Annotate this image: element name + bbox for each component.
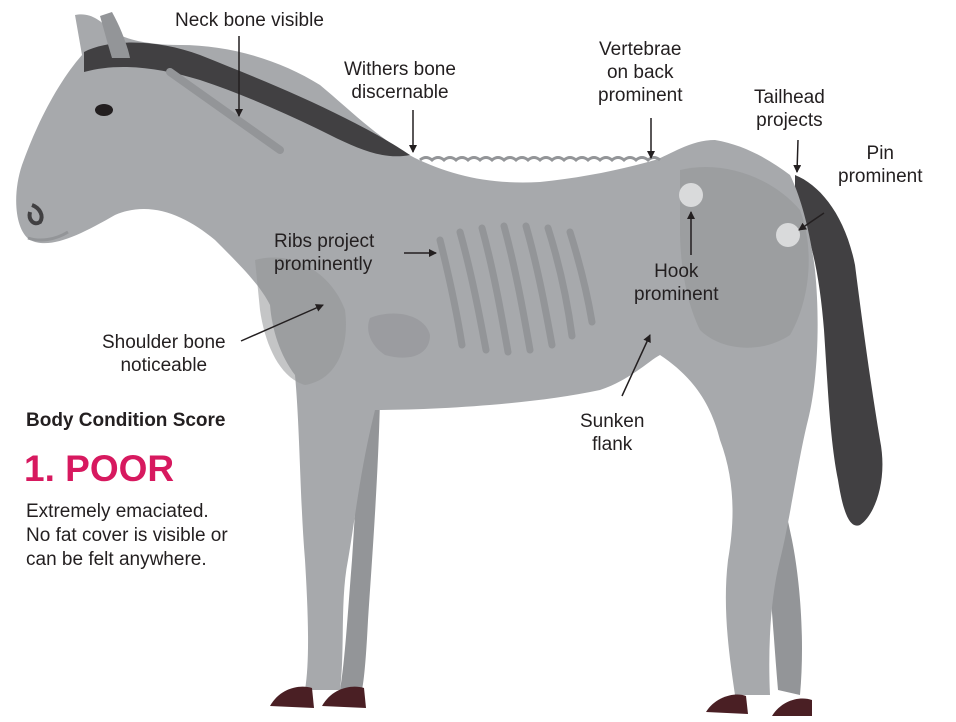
eye: [95, 104, 113, 116]
label-neck-bone: Neck bone visible: [175, 9, 324, 32]
score-value: 1. POOR: [24, 448, 174, 490]
score-description: Extremely emaciated. No fat cover is vis…: [26, 500, 228, 572]
pin-bone-marker: [776, 223, 800, 247]
hook-bone-marker: [679, 183, 703, 207]
hoof-hind-near: [706, 695, 748, 714]
hoof-front-near: [270, 687, 314, 708]
score-heading: Body Condition Score: [26, 410, 226, 432]
hoof-hind-far: [772, 699, 812, 716]
vertebrae-ridge: [420, 158, 660, 161]
arrow-tailhead: [797, 140, 798, 172]
